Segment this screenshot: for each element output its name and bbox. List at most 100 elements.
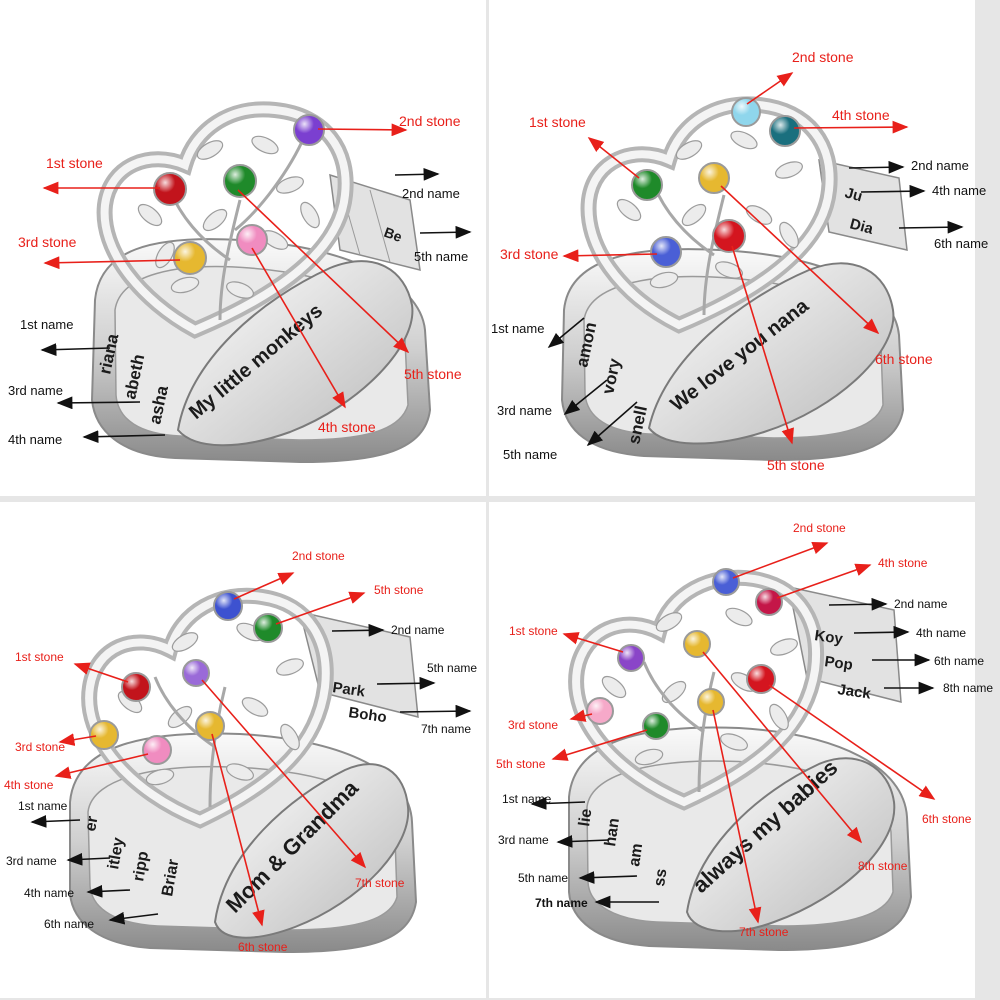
arrow-stone-2 [732,542,829,579]
arrow-stone-5 [251,247,346,409]
label-name-1: 1st name [20,317,73,332]
gem-stone-2 [731,97,761,127]
label-name-1: 1st name [18,799,68,813]
arrow-name-3 [66,852,111,866]
arrow-stone-5 [731,245,794,445]
arrow-name-4 [86,884,131,898]
label-stone-4: 4th stone [832,107,890,123]
label-stone-5: 5th stone [496,757,546,771]
label-stone-2: 2nd stone [792,49,854,65]
label-stone-3: 3rd stone [18,234,77,250]
label-name-2: 2nd name [911,158,969,173]
label-stone-7: 7th stone [739,925,789,939]
arrow-stone-5 [551,729,648,761]
label-stone-6: 6th stone [922,812,972,826]
band-name-fragment: Koy [813,627,844,648]
band-name-fragment: Pop [823,653,853,674]
gem-stone-7 [697,688,725,716]
gem-stone-6 [195,711,225,741]
band-name-fragment: am [626,842,646,867]
arrow-name-4 [82,430,166,444]
label-name-5: 5th name [427,661,477,675]
arrow-stone-6 [768,684,936,800]
arrow-name-5 [578,871,638,884]
label-stone-1: 1st stone [509,624,558,638]
label-name-3: 3rd name [498,833,549,847]
arrow-name-2 [828,597,888,611]
gem-stone-4 [769,115,801,147]
band-name-fragment: Briar [159,858,182,898]
label-name-6: 6th name [44,917,94,931]
arrow-stone-1 [562,632,624,653]
inner-band [176,260,414,447]
arrow-stone-7 [201,679,367,869]
label-name-3: 3rd name [8,383,63,398]
label-name-1: 1st name [491,321,544,336]
ring-panel-4: always my babies lie han am ss Koy Pop J… [489,502,993,998]
gem-stone-4 [223,164,257,198]
band-name-fragment: itley [105,836,127,871]
arrow-stone-1 [587,137,640,179]
arrow-name-3 [556,835,610,848]
arrow-stone-4 [793,120,909,134]
label-stone-4: 4th stone [318,419,376,435]
label-name-2: 2nd name [894,597,948,611]
band-name-fragment: Jack [836,681,872,703]
gem-stone-4 [142,735,172,765]
gem-stone-2 [712,568,740,596]
label-name-5: 5th name [414,249,468,264]
arrow-stone-2 [233,572,295,600]
arrow-name-6 [898,220,964,234]
gem-stone-3 [173,241,207,275]
label-stone-6: 6th stone [238,940,288,954]
band-name-fragment: ripp [130,850,152,883]
arrow-stone-3 [43,256,181,270]
arrow-name-5 [586,401,638,447]
gem-stone-5 [642,712,670,740]
arrow-stone-5 [275,591,366,625]
label-stone-1: 1st stone [46,155,103,171]
arrow-name-1 [530,797,586,810]
label-name-7: 7th name [535,896,588,910]
band-name-fragment: Park [331,679,366,700]
band-name-fragment: er [82,815,101,833]
label-stone-2: 2nd stone [399,113,461,129]
band-name-fragment: Ju [843,184,864,205]
band-name-fragment: lie [576,807,595,827]
gem-stone-3 [89,720,119,750]
label-name-5: 5th name [503,447,557,462]
gem-stone-1 [153,172,187,206]
label-name-4: 4th name [8,432,62,447]
label-stone-5: 5th stone [374,583,424,597]
arrow-stone-4 [54,753,149,779]
gem-stone-3 [650,236,682,268]
label-stone-6: 6th stone [875,351,933,367]
gem-stone-2 [293,114,325,146]
arrow-stone-2 [317,123,408,137]
label-name-1: 1st name [502,792,552,806]
arrow-name-7 [399,704,472,718]
label-stone-2: 2nd stone [793,521,846,535]
arrow-stone-4 [776,563,872,599]
label-name-4: 4th name [24,886,74,900]
arrow-name-4 [860,184,926,198]
ring-panel-2: We love you nana amon vory snell Ju Dia … [489,0,988,496]
label-name-5: 5th name [518,871,568,885]
arrow-name-3 [563,379,608,416]
label-stone-5: 5th stone [767,457,825,473]
arrow-stone-2 [746,72,794,105]
gem-stone-4 [755,588,783,616]
label-name-3: 3rd name [497,403,552,418]
label-stone-5: 5th stone [404,366,462,382]
arrow-stone-6 [720,185,880,335]
arrow-stone-1 [73,662,129,683]
gem-stone-5 [712,219,746,253]
arrow-name-6 [108,911,159,925]
gem-stone-5 [236,224,268,256]
gem-stone-1 [617,644,645,672]
label-name-2: 2nd name [391,623,445,637]
arrow-stone-3 [58,733,97,746]
arrow-name-2 [848,160,905,174]
arrow-name-2 [394,167,440,181]
arrow-name-1 [30,815,81,828]
